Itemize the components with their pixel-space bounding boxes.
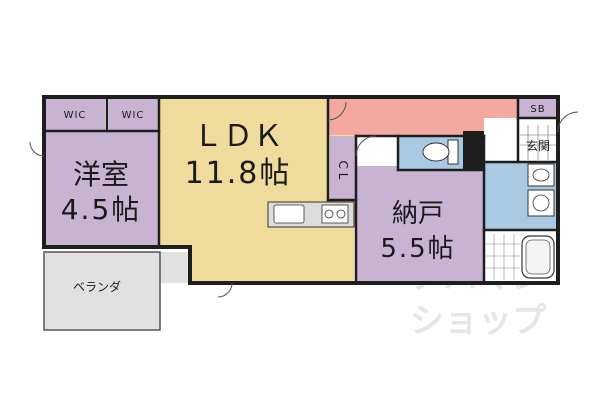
- veranda-area: [44, 252, 160, 330]
- wic-left-area: [44, 97, 105, 131]
- bathroom-tiles: [486, 234, 520, 280]
- wic-left-label: WIC: [64, 110, 87, 121]
- nando-area: [356, 166, 484, 283]
- washing-machine: [527, 189, 555, 217]
- entrance-label: 玄関: [526, 138, 550, 153]
- entrance-tiles: [520, 125, 556, 160]
- closet-area: [330, 136, 356, 200]
- youshitsu-label: 洋室: [73, 158, 129, 191]
- pipe-shaft: [463, 131, 484, 170]
- veranda-outline: [43, 251, 161, 331]
- ldk-size-label: 11.8帖: [185, 156, 292, 191]
- hallway-area: [328, 97, 518, 136]
- kitchen-counter: [267, 201, 355, 228]
- bathtub: [521, 235, 555, 279]
- shoebox-area: [518, 97, 558, 118]
- ldk-area: [159, 97, 356, 283]
- nando-label: 納戸: [392, 199, 444, 229]
- toilet-fixture: [422, 139, 459, 165]
- wic-right-label: WIC: [122, 110, 145, 121]
- closet-label: C L: [336, 161, 350, 180]
- veranda-label: ベランダ: [73, 279, 121, 294]
- ldk-label: ＬＤＫ: [193, 119, 283, 154]
- door-swings: [29, 101, 579, 298]
- youshitsu-area: [44, 131, 159, 247]
- youshitsu-size-label: 4.5帖: [61, 193, 142, 226]
- washbasin: [527, 163, 555, 187]
- nando-size-label: 5.5帖: [380, 234, 455, 264]
- wic-right-area: [109, 97, 159, 131]
- veranda-strip: [160, 252, 190, 283]
- watermark-line2: ショップ: [410, 301, 546, 341]
- shoebox-label: SB: [530, 104, 545, 115]
